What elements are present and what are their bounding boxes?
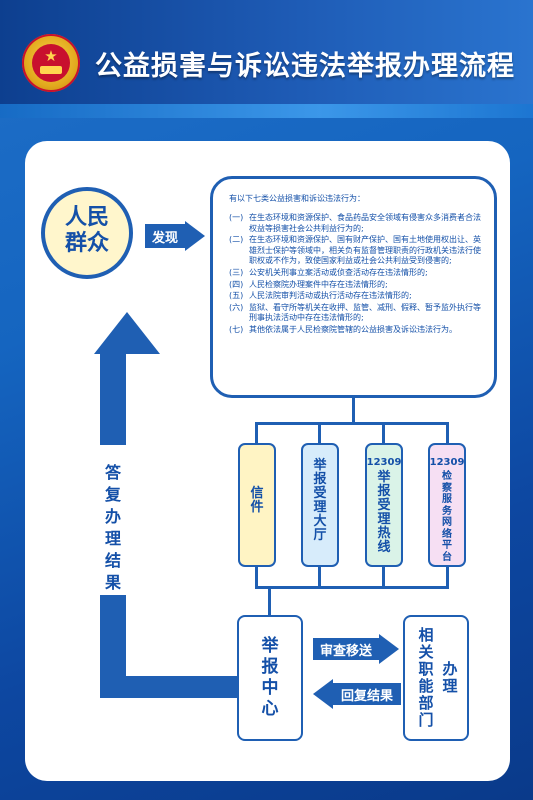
header-banner — [0, 0, 533, 118]
behavior-item-number: (六) — [229, 302, 244, 312]
behavior-item-text: 人民检察院办理案件中存在违法情形的; — [249, 279, 388, 289]
channel-online: 12309 检察服务网络平台 — [428, 443, 466, 567]
connector-up-2 — [318, 566, 321, 588]
people-line-1: 人民 — [64, 205, 109, 230]
behavior-item: (六) 监狱、看守所等机关在收押、监管、减刑、假释、暂予监外执行等刑事执法活动中存… — [229, 303, 482, 324]
behavior-item-number: (一) — [229, 213, 244, 222]
behavior-item-text: 在生态环境和资源保护、食品药品安全领域有侵害众多消费者合法权益等损害社会公共利益… — [249, 213, 481, 233]
behaviors-list: (一) 在生态环境和资源保护、食品药品安全领域有侵害众多消费者合法权益等损害社会公… — [229, 213, 482, 336]
behavior-item: (七) 其他依法属于人民检察院管辖的公益损害及诉讼违法行为。 — [229, 325, 482, 336]
review-transfer-arrowhead — [379, 634, 399, 664]
channel-hall: 举报受理大厅 — [301, 443, 339, 567]
connector-trunk — [352, 398, 355, 424]
behavior-item-text: 公安机关刑事立案活动或侦查活动存在违法情形的; — [249, 267, 428, 277]
departments-label: 相关职能部门 — [418, 626, 434, 729]
reply-result-label: 回复结果 — [333, 683, 401, 705]
review-transfer-arrow: 审查移送 — [313, 634, 399, 664]
departments-box: 相关职能部门 办理 — [403, 615, 469, 741]
header-stripe — [0, 104, 533, 118]
connector-drop-1 — [255, 422, 258, 444]
connector-up-1 — [255, 566, 258, 588]
discover-arrow: 发现 — [145, 221, 205, 251]
connector-drop-3 — [382, 422, 385, 444]
behaviors-box: 有以下七类公益损害和诉讼违法行为： (一) 在生态环境和资源保护、食品药品安全领域… — [210, 176, 497, 398]
behaviors-intro: 有以下七类公益损害和诉讼违法行为： — [229, 194, 365, 203]
reply-back-label-box — [100, 445, 126, 595]
channel-hotline-label: 举报受理热线 — [377, 470, 391, 555]
reply-back-text: 答复办理结果 — [104, 463, 121, 592]
behavior-item: (二) 在生态环境和资源保护、国有财产保护、国有土地使用权出让、英雄烈士保护等领域… — [229, 235, 482, 267]
behavior-item-number: (七) — [229, 324, 244, 334]
connector-up-3 — [382, 566, 385, 588]
reply-result-arrow: 回复结果 — [313, 679, 401, 709]
behavior-item: (三) 公安机关刑事立案活动或侦查活动存在违法情形的; — [229, 268, 482, 279]
behavior-item: (五) 人民法院审判活动或执行活动存在违法情形的; — [229, 291, 482, 302]
review-transfer-label: 审查移送 — [313, 638, 379, 660]
connector-to-center — [268, 586, 271, 616]
behavior-item-number: (四) — [229, 279, 244, 289]
behavior-item: (四) 人民检察院办理案件中存在违法情形的; — [229, 280, 482, 291]
channel-hall-label: 举报受理大厅 — [313, 458, 327, 543]
connector-bar-bottom — [255, 586, 449, 589]
behavior-item-text: 其他依法属于人民检察院管辖的公益损害及诉讼违法行为。 — [249, 324, 457, 334]
connector-up-4 — [446, 566, 449, 588]
channel-hotline-number: 12309 — [366, 457, 402, 468]
connector-bar-top — [255, 422, 449, 425]
connector-drop-4 — [446, 422, 449, 444]
behavior-item-text: 人民法院审判活动或执行活动存在违法情形的; — [249, 291, 412, 301]
channel-online-label: 检察服务网络平台 — [442, 471, 452, 563]
people-node: 人民 群众 — [41, 187, 133, 279]
channel-hotline: 12309 举报受理热线 — [365, 443, 403, 567]
discover-label: 发现 — [145, 224, 185, 248]
behavior-item-number: (五) — [229, 291, 244, 301]
channel-online-number: 12309 — [429, 457, 465, 468]
return-arrowhead — [94, 312, 160, 354]
people-line-2: 群众 — [64, 231, 109, 256]
connector-drop-2 — [318, 422, 321, 444]
behavior-item-number: (二) — [229, 235, 244, 245]
report-center-label: 举报中心 — [261, 636, 279, 719]
behavior-item-text: 在生态环境和资源保护、国有财产保护、国有土地使用权出让、英雄烈士保护等领域中，相… — [249, 235, 481, 266]
behavior-item-number: (三) — [229, 267, 244, 277]
page-title: 公益损害与诉讼违法举报办理流程 — [95, 51, 515, 82]
report-center-box: 举报中心 — [237, 615, 303, 741]
behavior-item-text: 监狱、看守所等机关在收押、监管、减刑、假释、暂予监外执行等刑事执法活动中存在违法… — [249, 302, 481, 323]
behavior-item: (一) 在生态环境和资源保护、食品药品安全领域有侵害众多消费者合法权益等损害社会公… — [229, 213, 482, 234]
channel-letter: 信件 — [238, 443, 276, 567]
return-arrow-horizontal — [100, 676, 238, 698]
discover-arrowhead — [185, 221, 205, 251]
procuratorate-emblem-icon: ★ — [22, 34, 80, 92]
departments-handle-label: 办理 — [442, 660, 458, 695]
channel-letter-label: 信件 — [250, 486, 264, 515]
reply-result-arrowhead — [313, 679, 333, 709]
